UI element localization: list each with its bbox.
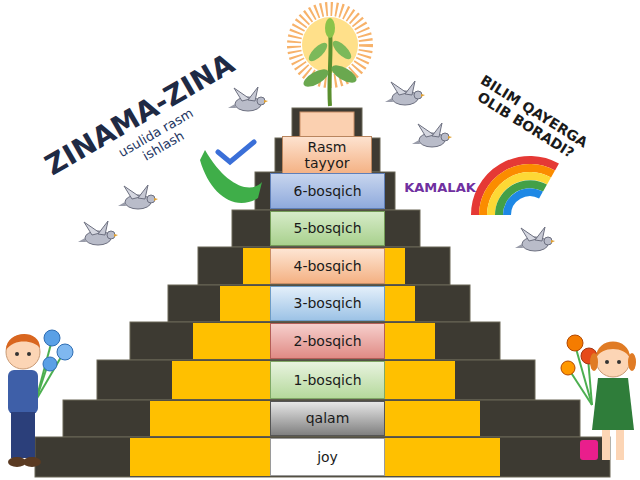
step-label: qalam [306, 410, 350, 426]
girl-eye [617, 360, 621, 364]
rainbow-band [491, 176, 549, 215]
girl-leg [616, 430, 624, 460]
boy-jacket [8, 370, 38, 414]
step-box: 4-bosqich [270, 248, 385, 284]
boy-shoe [23, 457, 41, 467]
dove [385, 81, 425, 105]
boy-trousers [11, 412, 35, 458]
place-box: joy [270, 438, 385, 476]
material-box: qalam [270, 401, 385, 436]
result-box: Rasm tayyor [282, 136, 372, 175]
leaf [329, 62, 359, 86]
step-label: 2-bosqich [293, 333, 361, 349]
step-label: Rasm tayyor [287, 139, 367, 171]
step-block [130, 322, 500, 360]
rainbow-band [483, 168, 553, 215]
step-fill [150, 401, 480, 436]
leaf [301, 66, 331, 90]
step-label: 5-bosqich [293, 220, 361, 236]
step-label: 4-bosqich [293, 258, 361, 274]
step-box: 6-bosqich [270, 173, 385, 209]
dove [78, 221, 118, 245]
flower [567, 335, 583, 351]
rainbow-word: KAMALAK [400, 181, 480, 196]
girl-bag [580, 440, 598, 460]
leaf [330, 38, 354, 62]
dove [412, 123, 452, 147]
step-label: joy [317, 449, 338, 465]
dove [118, 185, 158, 209]
girl-leg [602, 430, 610, 460]
flower-stem [36, 352, 64, 400]
step-block [232, 210, 420, 247]
step-label: 3-bosqich [293, 295, 361, 311]
step-fill [172, 361, 455, 399]
rainbow-band [499, 184, 545, 215]
flower [44, 330, 60, 346]
step-block [63, 400, 580, 437]
plant-stem [329, 28, 330, 106]
question-text: BILIM QAYERGA OLIB BORADI? [458, 65, 602, 172]
dove [228, 87, 268, 111]
step-fill [220, 286, 415, 321]
dove [515, 227, 555, 251]
leaf [306, 40, 330, 64]
step-block [255, 172, 395, 210]
step-block [168, 285, 470, 322]
step-label: 1-bosqich [293, 372, 361, 388]
rainbow-band [507, 192, 541, 215]
step-box: 5-bosqich [270, 211, 385, 246]
step-fill [243, 248, 405, 284]
girl-pigtail [590, 353, 598, 371]
title-text: ZINAMA-ZINA [28, 41, 252, 189]
step-block [198, 247, 450, 285]
step-block [292, 108, 362, 138]
checkmark [218, 142, 254, 162]
girl-pigtail [628, 353, 636, 371]
step-block [35, 437, 610, 477]
flower [43, 357, 57, 371]
boy-eye [27, 352, 31, 356]
girl-eye [605, 360, 609, 364]
step-fill [193, 323, 435, 359]
top-block [300, 112, 354, 138]
step-label: 6-bosqich [293, 183, 361, 199]
step-box: 3-bosqich [270, 286, 385, 321]
step-box: 2-bosqich [270, 323, 385, 359]
boy-hair [6, 334, 40, 350]
bud [325, 18, 335, 38]
step-fill [130, 438, 500, 476]
step-box: 1-bosqich [270, 361, 385, 399]
step-block [97, 360, 535, 400]
girl-dress [592, 378, 634, 430]
girl-hair [596, 342, 630, 359]
rainbow-band [475, 160, 557, 215]
boy-eye [15, 352, 19, 356]
flower [57, 344, 73, 360]
flower [561, 361, 575, 375]
